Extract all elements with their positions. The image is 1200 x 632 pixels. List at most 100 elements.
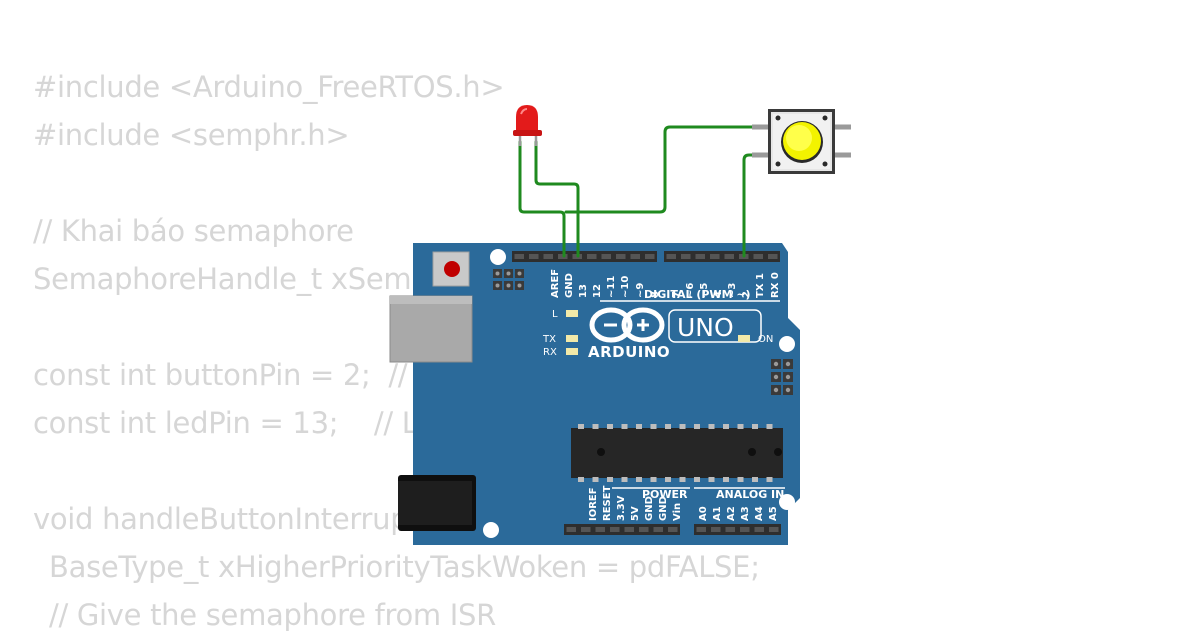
- button-leg-left: [752, 124, 770, 130]
- code-line: #include <Arduino_FreeRTOS.h>: [33, 70, 505, 104]
- pin-label: ~5: [699, 283, 710, 298]
- pin-label: 8: [650, 291, 661, 298]
- analog-label: ANALOG IN: [716, 488, 784, 501]
- header-pin[interactable]: [710, 254, 720, 259]
- pin-label: A2: [726, 506, 737, 521]
- wire-led-anode-pin13[interactable]: [534, 140, 580, 258]
- digital-header-left: [512, 251, 657, 262]
- wire-led-cathode-gnd[interactable]: [518, 140, 566, 258]
- header-pin[interactable]: [624, 527, 635, 532]
- header-pin[interactable]: [645, 254, 655, 259]
- pin-label: TX 1: [755, 273, 766, 298]
- code-line: // Khai báo semaphore: [33, 214, 354, 248]
- header-pin[interactable]: [616, 254, 626, 259]
- pin-label: A1: [712, 506, 723, 521]
- code-line: BaseType_t xHigherPriorityTaskWoken = pd…: [49, 550, 760, 584]
- usb-port: [389, 295, 473, 363]
- yellow-pushbutton[interactable]: [752, 109, 851, 174]
- header-pin[interactable]: [711, 527, 721, 532]
- pin-label: 2: [741, 291, 752, 298]
- header-pin[interactable]: [753, 254, 764, 259]
- header-pin[interactable]: [668, 527, 678, 532]
- wire-button-gnd[interactable]: [564, 125, 755, 214]
- pin-label: GND: [658, 496, 669, 521]
- l-led: [566, 310, 578, 317]
- pin-label: 12: [592, 284, 603, 298]
- button-screw: [775, 161, 781, 167]
- analog-header: [694, 524, 781, 535]
- uno-model-text: UNO: [677, 313, 734, 342]
- wire-button-pin2[interactable]: [742, 153, 755, 258]
- rx-led-label: RX: [543, 347, 557, 358]
- header-pin[interactable]: [514, 254, 525, 259]
- uno-badge: [668, 309, 762, 343]
- arduino-logo-icon: [589, 307, 633, 343]
- header-pin[interactable]: [768, 254, 778, 259]
- mounting-hole: [483, 522, 499, 538]
- pin-label: Vin: [672, 503, 683, 521]
- on-led-label: ON: [758, 334, 773, 345]
- pin-label: ~11: [606, 276, 617, 298]
- power-header: [564, 524, 680, 535]
- pin-label: 4: [713, 291, 724, 298]
- header-pin[interactable]: [653, 527, 664, 532]
- l-led-label: L: [552, 309, 558, 320]
- header-pin[interactable]: [639, 527, 649, 532]
- header-pin[interactable]: [769, 527, 779, 532]
- rx-led: [566, 348, 578, 355]
- mounting-hole: [779, 336, 795, 352]
- button-leg-right: [833, 124, 851, 130]
- mounting-hole: [779, 494, 795, 510]
- led-rim: [513, 130, 542, 136]
- reset-button-cap[interactable]: [444, 261, 460, 277]
- header-pin[interactable]: [681, 254, 691, 259]
- header-pin[interactable]: [630, 254, 641, 259]
- tx-led-label: TX: [542, 334, 556, 345]
- button-leg-right: [833, 152, 851, 158]
- header-pin[interactable]: [666, 254, 677, 259]
- pin-label: 7: [671, 291, 682, 298]
- header-pin[interactable]: [695, 254, 706, 259]
- button-screw: [775, 115, 781, 121]
- pin-label: RX 0: [770, 272, 781, 298]
- pin-label: A4: [754, 506, 765, 521]
- pin-label: A3: [740, 506, 751, 521]
- header-pin[interactable]: [740, 527, 750, 532]
- pin-label: ~3: [727, 283, 738, 298]
- code-line: // Give the semaphore from ISR: [49, 598, 496, 632]
- header-pin[interactable]: [610, 527, 620, 532]
- pin-label: A0: [698, 506, 709, 521]
- header-pin[interactable]: [725, 527, 736, 532]
- power-label: POWER: [642, 488, 688, 501]
- header-pin[interactable]: [587, 254, 597, 259]
- digital-label: DIGITAL (PWM ~): [644, 288, 751, 301]
- header-pin[interactable]: [601, 254, 612, 259]
- pin-label: 5V: [630, 506, 641, 521]
- pin-label: ~9: [635, 283, 646, 298]
- arduino-brand-text: ARDUINO: [588, 343, 670, 361]
- pin-label: IOREF: [588, 487, 599, 521]
- button-leg-left: [752, 152, 770, 158]
- code-line: void handleButtonInterrupt() {: [33, 502, 469, 536]
- pin-label: GND: [644, 496, 655, 521]
- header-pin[interactable]: [543, 254, 554, 259]
- pin-label: AREF: [550, 269, 561, 298]
- atmega-chip: [571, 428, 783, 478]
- header-pin[interactable]: [696, 527, 707, 532]
- red-led[interactable]: [513, 105, 542, 146]
- pin-label: ~10: [620, 276, 631, 298]
- pin-label: 3.3V: [616, 495, 627, 521]
- header-pin[interactable]: [581, 527, 591, 532]
- pin-label: RESET: [602, 485, 613, 521]
- header-pin[interactable]: [529, 254, 539, 259]
- digital-header-right: [664, 251, 780, 262]
- header-pin[interactable]: [595, 527, 606, 532]
- code-line: #include <semphr.h>: [33, 118, 350, 152]
- header-pin[interactable]: [566, 527, 577, 532]
- button-screw: [822, 161, 828, 167]
- header-pin[interactable]: [754, 527, 765, 532]
- header-pin[interactable]: [724, 254, 735, 259]
